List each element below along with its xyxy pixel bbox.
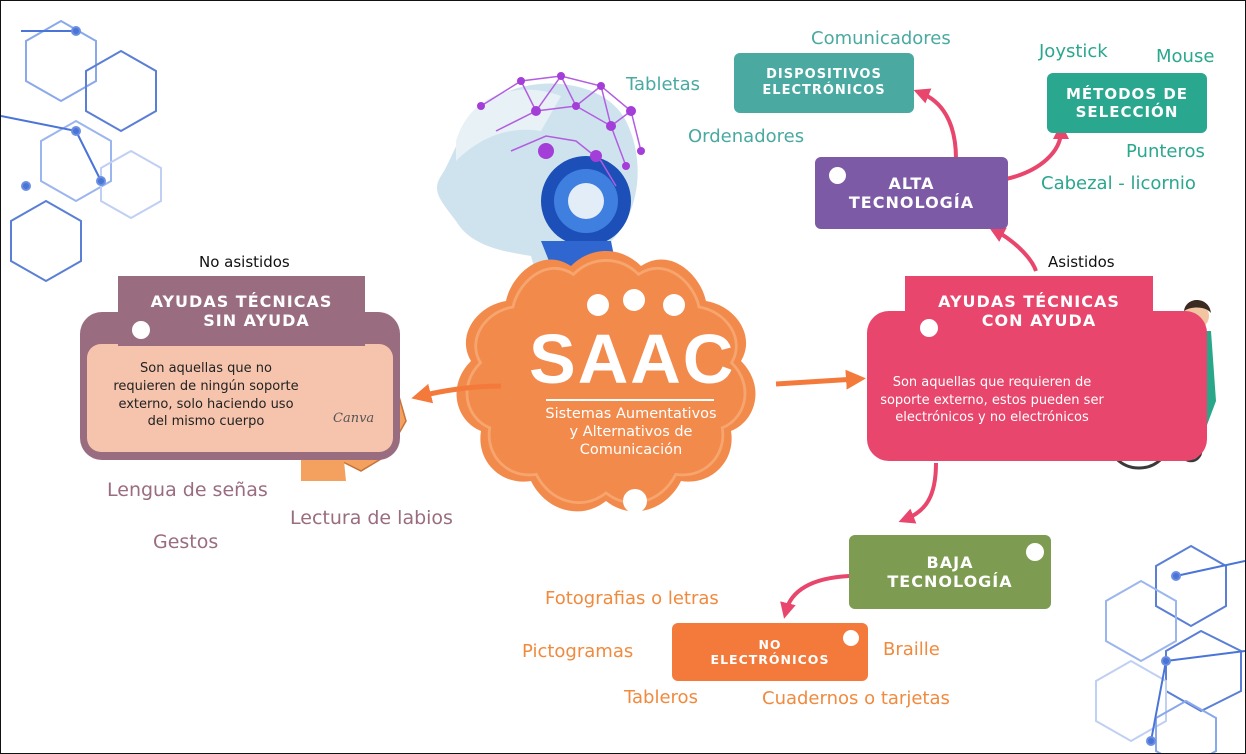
left-panel-inner xyxy=(87,344,393,452)
item-tabletas: Tabletas xyxy=(626,74,701,95)
right-title-box: AYUDAS TÉCNICAS CON AYUDA xyxy=(905,276,1153,346)
no-electronicos-title-line-2: ELECTRÓNICOS xyxy=(710,652,830,667)
left-description: Son aquellas que no requieren de ningún … xyxy=(113,361,299,430)
baja-title-line-2: TECNOLOGÍA xyxy=(887,572,1013,591)
saac-title: SAAC xyxy=(529,320,736,398)
arrow-to-alta xyxy=(988,227,1038,272)
right-header: Asistidos xyxy=(1048,253,1115,271)
left-header: No asistidos xyxy=(199,253,290,271)
metodos-box: MÉTODOS DE SELECCIÓN xyxy=(1047,73,1207,133)
saac-dot-left xyxy=(587,294,609,316)
item-braille: Braille xyxy=(883,639,940,660)
hexagon-network-bottom-right xyxy=(1095,544,1245,753)
saac-divider xyxy=(546,399,714,401)
no-electronicos-dot xyxy=(843,630,859,646)
arrow-to-right-panel xyxy=(775,369,866,390)
right-title-line-2: CON AYUDA xyxy=(981,311,1097,330)
example-lengua-de-senas: Lengua de señas xyxy=(107,479,268,501)
arrow-to-dispositivos xyxy=(913,88,958,160)
right-title-line-1: AYUDAS TÉCNICAS xyxy=(938,291,1120,311)
item-pictogramas: Pictogramas xyxy=(522,641,634,662)
hexagon-network-top-left xyxy=(1,19,162,283)
dispositivos-title-line-1: DISPOSITIVOS xyxy=(766,67,882,83)
arrow-to-baja xyxy=(898,462,938,524)
item-punteros: Punteros xyxy=(1126,141,1205,162)
right-description: Son aquellas que requieren de soporte ex… xyxy=(880,375,1104,426)
dispositivos-box: DISPOSITIVOS ELECTRÓNICOS xyxy=(734,53,914,113)
item-joystick: Joystick xyxy=(1039,41,1108,62)
saac-subtitle-line-2: y Alternativos de xyxy=(569,424,693,441)
arrow-to-metodos xyxy=(1005,123,1069,181)
alta-title-line-1: ALTA xyxy=(888,173,935,193)
arrow-to-left-panel xyxy=(411,383,502,404)
saac-dot-middle xyxy=(623,289,645,311)
item-cabezal-licornio: Cabezal - licornio xyxy=(1041,173,1196,194)
alta-title-line-2: TECNOLOGÍA xyxy=(848,193,975,212)
alta-tecnologia-box: ALTA TECNOLOGÍA xyxy=(815,157,1008,229)
no-electronicos-box: NO ELECTRÓNICOS xyxy=(672,623,868,681)
saac-subtitle: Sistemas Aumentativos y Alternativos de … xyxy=(521,405,741,459)
item-cuadernos-o-tarjetas: Cuadernos o tarjetas xyxy=(762,688,950,709)
left-title-dot xyxy=(132,321,150,339)
metodos-title-line-1: MÉTODOS DE xyxy=(1065,85,1189,103)
baja-title-line-1: BAJA xyxy=(926,552,974,572)
item-fotografias-o-letras: Fotografias o letras xyxy=(545,588,719,609)
metodos-title-line-2: SELECCIÓN xyxy=(1075,103,1179,121)
baja-tecnologia-box: BAJA TECNOLOGÍA xyxy=(849,535,1051,609)
item-comunicadores: Comunicadores xyxy=(811,28,951,49)
example-gestos: Gestos xyxy=(153,531,219,553)
saac-dot-bottom xyxy=(623,489,647,513)
no-electronicos-title-line-1: NO xyxy=(758,637,782,652)
baja-dot xyxy=(1026,543,1044,561)
left-title-line-2: SIN AYUDA xyxy=(203,311,310,330)
dispositivos-title-line-2: ELECTRÓNICOS xyxy=(762,83,886,98)
left-title-line-1: AYUDAS TÉCNICAS xyxy=(150,291,333,311)
saac-dot-right xyxy=(663,294,685,316)
alta-dot xyxy=(829,167,846,184)
left-image-label: Canva xyxy=(333,411,375,426)
item-tableros: Tableros xyxy=(624,687,698,708)
arrow-to-no-electronicos xyxy=(780,574,850,619)
example-lectura-de-labios: Lectura de labios xyxy=(290,507,453,529)
saac-subtitle-line-1: Sistemas Aumentativos xyxy=(545,406,717,422)
right-title-dot xyxy=(920,319,938,337)
ai-head-illustration xyxy=(436,72,645,291)
saac-badge-shape xyxy=(456,251,756,512)
left-title-box: AYUDAS TÉCNICAS SIN AYUDA xyxy=(118,276,365,346)
item-ordenadores: Ordenadores xyxy=(688,126,805,147)
saac-subtitle-line-3: Comunicación xyxy=(579,442,683,459)
item-mouse: Mouse xyxy=(1156,46,1215,67)
